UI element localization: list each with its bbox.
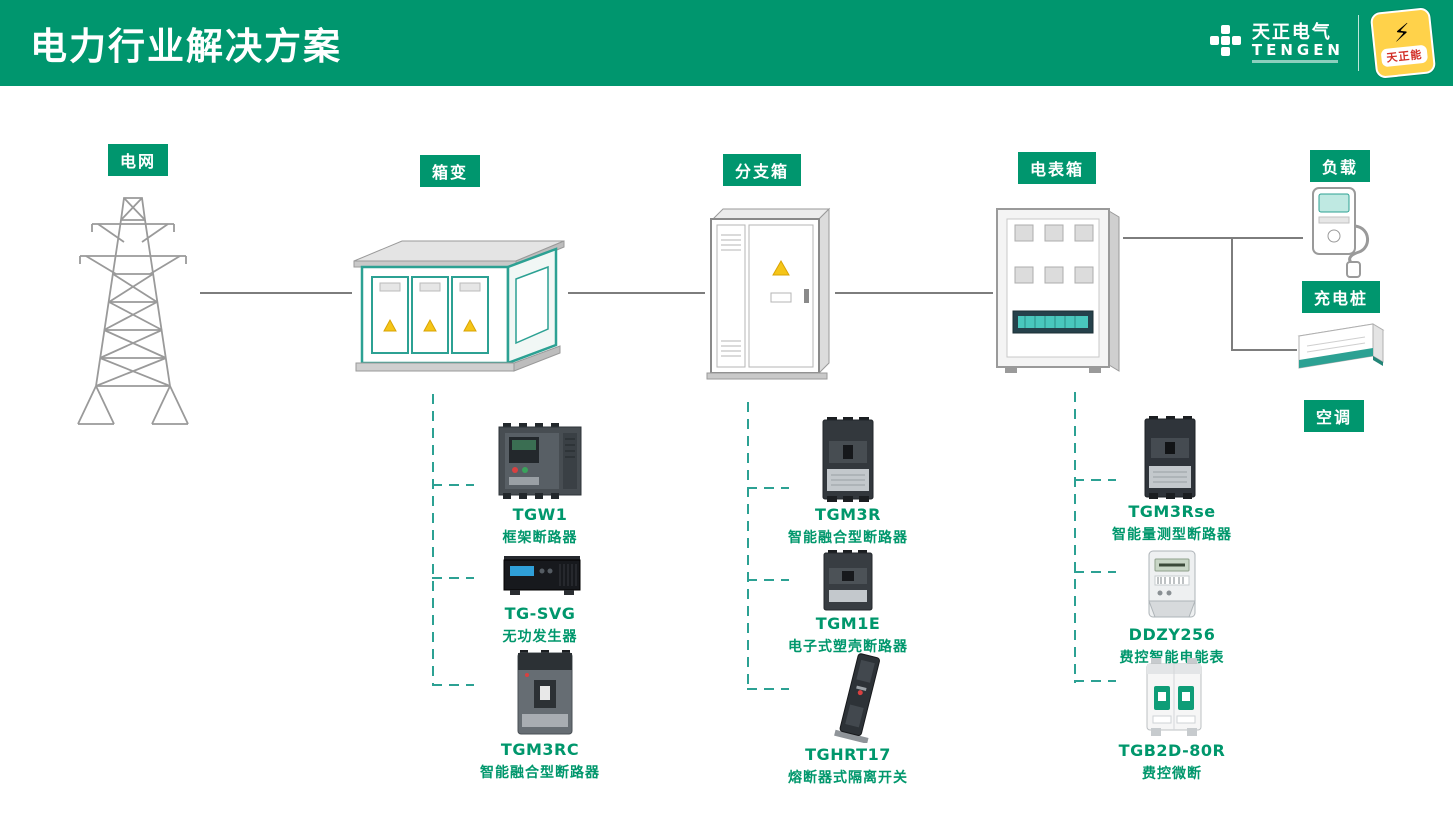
branch-box-illustration (703, 203, 835, 381)
product-model: TGB2D-80R (1118, 741, 1226, 760)
product-name: 智能融合型断路器 (480, 765, 600, 781)
product-tghrt17: TGHRT17 熔断器式隔离开关 (753, 745, 943, 787)
product-name: 智能融合型断路器 (788, 530, 908, 546)
line-transformer-to-branch (568, 292, 705, 294)
dashed-branch-tgsvg (432, 577, 474, 579)
transmission-tower-illustration (52, 190, 214, 428)
page-title: 电力行业解决方案 (30, 25, 342, 68)
product-model: TG-SVG (504, 604, 576, 623)
dashed-branch-tgm3r (747, 487, 789, 489)
mascot-badge-label: 天正能 (1380, 44, 1429, 68)
product-image-tgb2d-80r (1141, 658, 1207, 736)
load-label-charging-pile: 充电桩 (1302, 281, 1381, 313)
brand-tagline-rule (1251, 60, 1338, 64)
product-image-tghrt17 (828, 653, 894, 743)
brand-text: 天正电气 TENGEN (1251, 21, 1344, 64)
box-transformer-illustration (350, 203, 568, 381)
product-tgm3rc: TGM3RC 智能融合型断路器 (445, 740, 635, 782)
product-tgm1e: TGM1E 电子式塑壳断路器 (753, 614, 943, 656)
product-model: TGM3Rse (1128, 502, 1216, 521)
node-label-box-transformer: 箱变 (420, 155, 481, 187)
load-label-air-conditioner: 空调 (1304, 400, 1365, 432)
product-name: 熔断器式隔离开关 (788, 770, 908, 786)
product-name: 框架断路器 (502, 530, 578, 546)
product-ddzy256: DDZY256 费控智能电能表 (1077, 625, 1267, 667)
product-name: 无功发生器 (502, 629, 578, 645)
product-tgm3rse: TGM3Rse 智能量测型断路器 (1077, 502, 1267, 544)
product-tgm3r: TGM3R 智能融合型断路器 (753, 505, 943, 547)
product-model: TGHRT17 (805, 745, 891, 764)
dashed-connector-meter-box (1074, 392, 1076, 683)
product-image-tg-svg (502, 552, 582, 598)
brand-area: 天正电气 TENGEN ⚡ 天正能 (1209, 7, 1437, 79)
node-label-grid: 电网 (108, 144, 169, 176)
dashed-branch-tgb2d (1074, 680, 1116, 682)
product-image-tgm1e (821, 550, 875, 612)
node-label-load: 负载 (1310, 150, 1371, 182)
product-tg-svg: TG-SVG 无功发生器 (445, 604, 635, 646)
dashed-connector-branch-box (747, 402, 749, 690)
header-bar: 电力行业解决方案 天正电气 TENGEN (0, 0, 1453, 86)
product-name: 电子式塑壳断路器 (788, 639, 908, 655)
line-load-branch-vertical (1231, 237, 1233, 351)
tengen-logo-icon (1209, 24, 1243, 62)
dashed-branch-tgm1e (747, 579, 789, 581)
dashed-branch-tghrt17 (747, 688, 789, 690)
line-grid-to-transformer (200, 292, 352, 294)
line-branch-to-meter (835, 292, 993, 294)
dashed-branch-tgm3rse (1074, 479, 1116, 481)
dashed-branch-tgm3rc (432, 684, 474, 686)
tengen-logo: 天正电气 TENGEN (1209, 21, 1344, 64)
dashed-branch-ddzy256 (1074, 571, 1116, 573)
product-model: TGM1E (815, 614, 881, 633)
node-label-meter-box: 电表箱 (1018, 152, 1097, 184)
line-to-air-conditioner (1231, 349, 1297, 351)
product-model: TGM3R (815, 505, 881, 524)
product-name: 智能量测型断路器 (1112, 527, 1232, 543)
product-image-tgm3rse (1139, 416, 1201, 499)
brand-name-cn: 天正电气 (1251, 21, 1332, 43)
product-model: TGW1 (512, 505, 568, 524)
product-image-tgm3r (819, 417, 877, 502)
dashed-branch-tgw1 (432, 484, 474, 486)
air-conditioner-illustration (1293, 316, 1385, 382)
charging-pile-illustration (1303, 186, 1377, 278)
dashed-connector-transformer (432, 394, 434, 686)
lightning-bolt-icon: ⚡ (1392, 18, 1412, 48)
product-tgw1: TGW1 框架断路器 (445, 505, 635, 547)
product-tgb2d-80r: TGB2D-80R 费控微断 (1077, 741, 1267, 783)
mascot-badge: ⚡ 天正能 (1369, 7, 1437, 79)
meter-box-illustration (991, 203, 1123, 379)
product-image-tgw1 (497, 423, 583, 499)
header-divider (1358, 15, 1359, 71)
product-name: 费控智能电能表 (1119, 650, 1225, 666)
brand-name-en: TENGEN (1251, 41, 1344, 60)
product-image-tgm3rc (510, 650, 580, 736)
product-model: TGM3RC (500, 740, 580, 759)
product-name: 费控微断 (1142, 766, 1202, 782)
product-image-ddzy256 (1145, 549, 1199, 622)
line-meter-to-charging-pile (1123, 237, 1303, 239)
node-label-branch-box: 分支箱 (723, 154, 802, 186)
product-model: DDZY256 (1128, 625, 1216, 644)
